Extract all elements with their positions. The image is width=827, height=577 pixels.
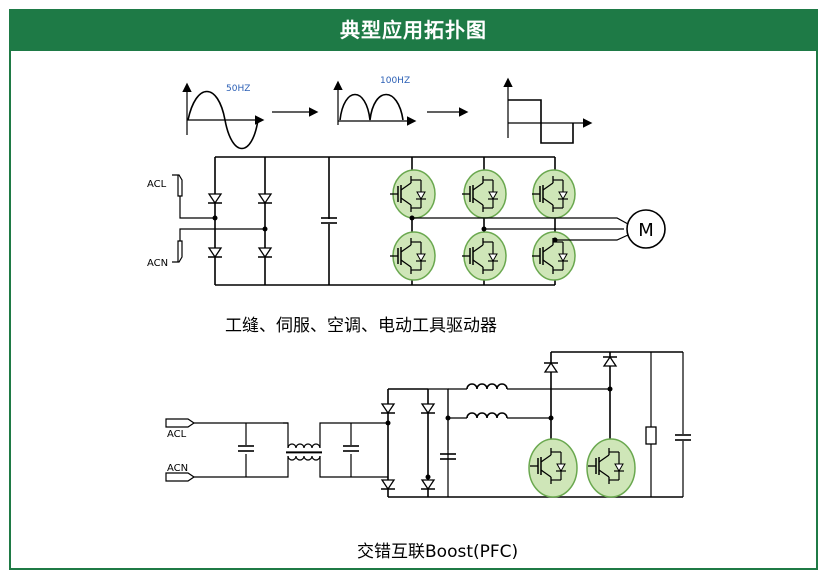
diode-icon: [207, 193, 223, 204]
resistor-icon: [645, 426, 657, 445]
capacitor-icon: [237, 445, 255, 452]
input-acl-label-2: ACL: [167, 429, 187, 440]
diode-icon: [380, 479, 396, 490]
freq-100-label: 100HZ: [380, 76, 410, 86]
diode-icon: [602, 356, 618, 367]
diode-icon: [543, 362, 559, 373]
input-acn-label-2: ACN: [167, 463, 188, 474]
transformer-icon: [283, 422, 388, 478]
inverter-circuit: ACL ACN: [147, 156, 666, 286]
page-title: 典型应用拓扑图: [9, 9, 818, 51]
diode-icon: [420, 403, 436, 414]
capacitor-icon: [342, 445, 360, 452]
pfc-circuit: ACL ACN: [165, 351, 692, 498]
diode-icon: [207, 247, 223, 258]
freq-50-label: 50HZ: [226, 84, 250, 94]
diode-icon: [257, 247, 273, 258]
diode-icon: [257, 193, 273, 204]
inductor-icon: [466, 383, 508, 390]
input-acl-label: ACL: [147, 179, 167, 190]
inductor-icon: [466, 412, 508, 419]
diode-icon: [420, 479, 436, 490]
rectified-wave-icon: [333, 80, 417, 126]
diode-icon: [380, 403, 396, 414]
sine-wave-icon: [182, 82, 265, 150]
caption-inverter: 工缝、伺服、空调、电动工具驱动器: [225, 316, 497, 336]
caption-pfc: 交错互联Boost(PFC): [357, 542, 519, 562]
input-acn-label: ACN: [147, 258, 168, 269]
square-wave-icon: [503, 77, 593, 144]
motor-icon: [626, 209, 666, 249]
capacitor-icon: [674, 434, 692, 441]
capacitor-icon: [320, 217, 338, 224]
motor-label: M: [638, 220, 654, 241]
